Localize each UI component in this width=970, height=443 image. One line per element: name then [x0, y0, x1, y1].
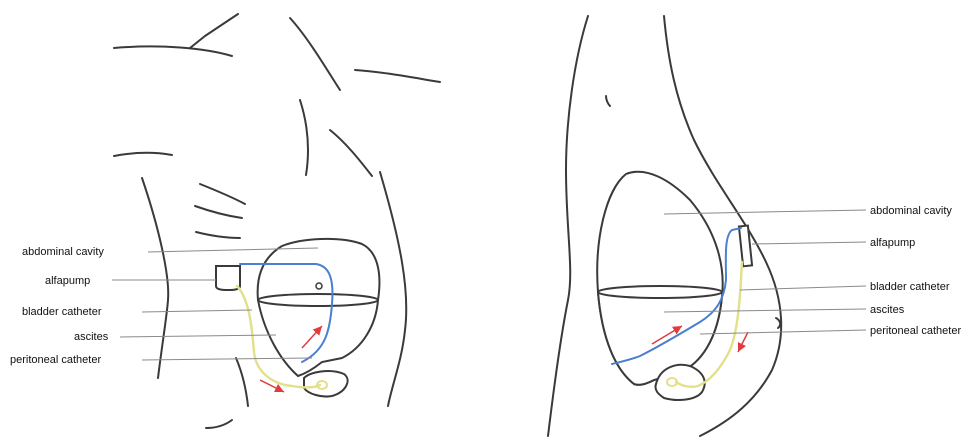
side-fluid-surface	[598, 286, 722, 298]
side-label-bladder-catheter: bladder catheter	[870, 281, 950, 293]
front-torso-outline	[114, 14, 440, 428]
side-leader-alfapump	[752, 242, 866, 244]
side-label-ascites: ascites	[870, 304, 905, 316]
front-view: abdominal cavity alfapump bladder cathet…	[10, 14, 440, 428]
side-flow-arrow-down	[738, 332, 748, 352]
side-label-abdominal-cavity: abdominal cavity	[870, 205, 952, 217]
side-leader-peritoneal-catheter	[700, 330, 866, 334]
front-fluid-surface	[258, 294, 378, 306]
side-label-alfapump: alfapump	[870, 237, 915, 249]
front-label-bladder-catheter: bladder catheter	[22, 306, 102, 318]
front-label-abdominal-cavity: abdominal cavity	[22, 246, 104, 258]
front-label-alfapump: alfapump	[45, 275, 90, 287]
front-abdominal-cavity	[258, 239, 380, 300]
side-leader-bladder-catheter	[740, 286, 866, 290]
front-flow-arrow-bladder	[260, 380, 284, 392]
side-label-peritoneal-catheter: peritoneal catheter	[870, 325, 961, 337]
front-leader-bladder-catheter	[142, 310, 252, 312]
front-small-port	[316, 283, 322, 289]
front-label-peritoneal-catheter: peritoneal catheter	[10, 354, 101, 366]
front-label-ascites: ascites	[74, 331, 109, 343]
side-view: abdominal cavity alfapump bladder cathet…	[548, 16, 961, 436]
